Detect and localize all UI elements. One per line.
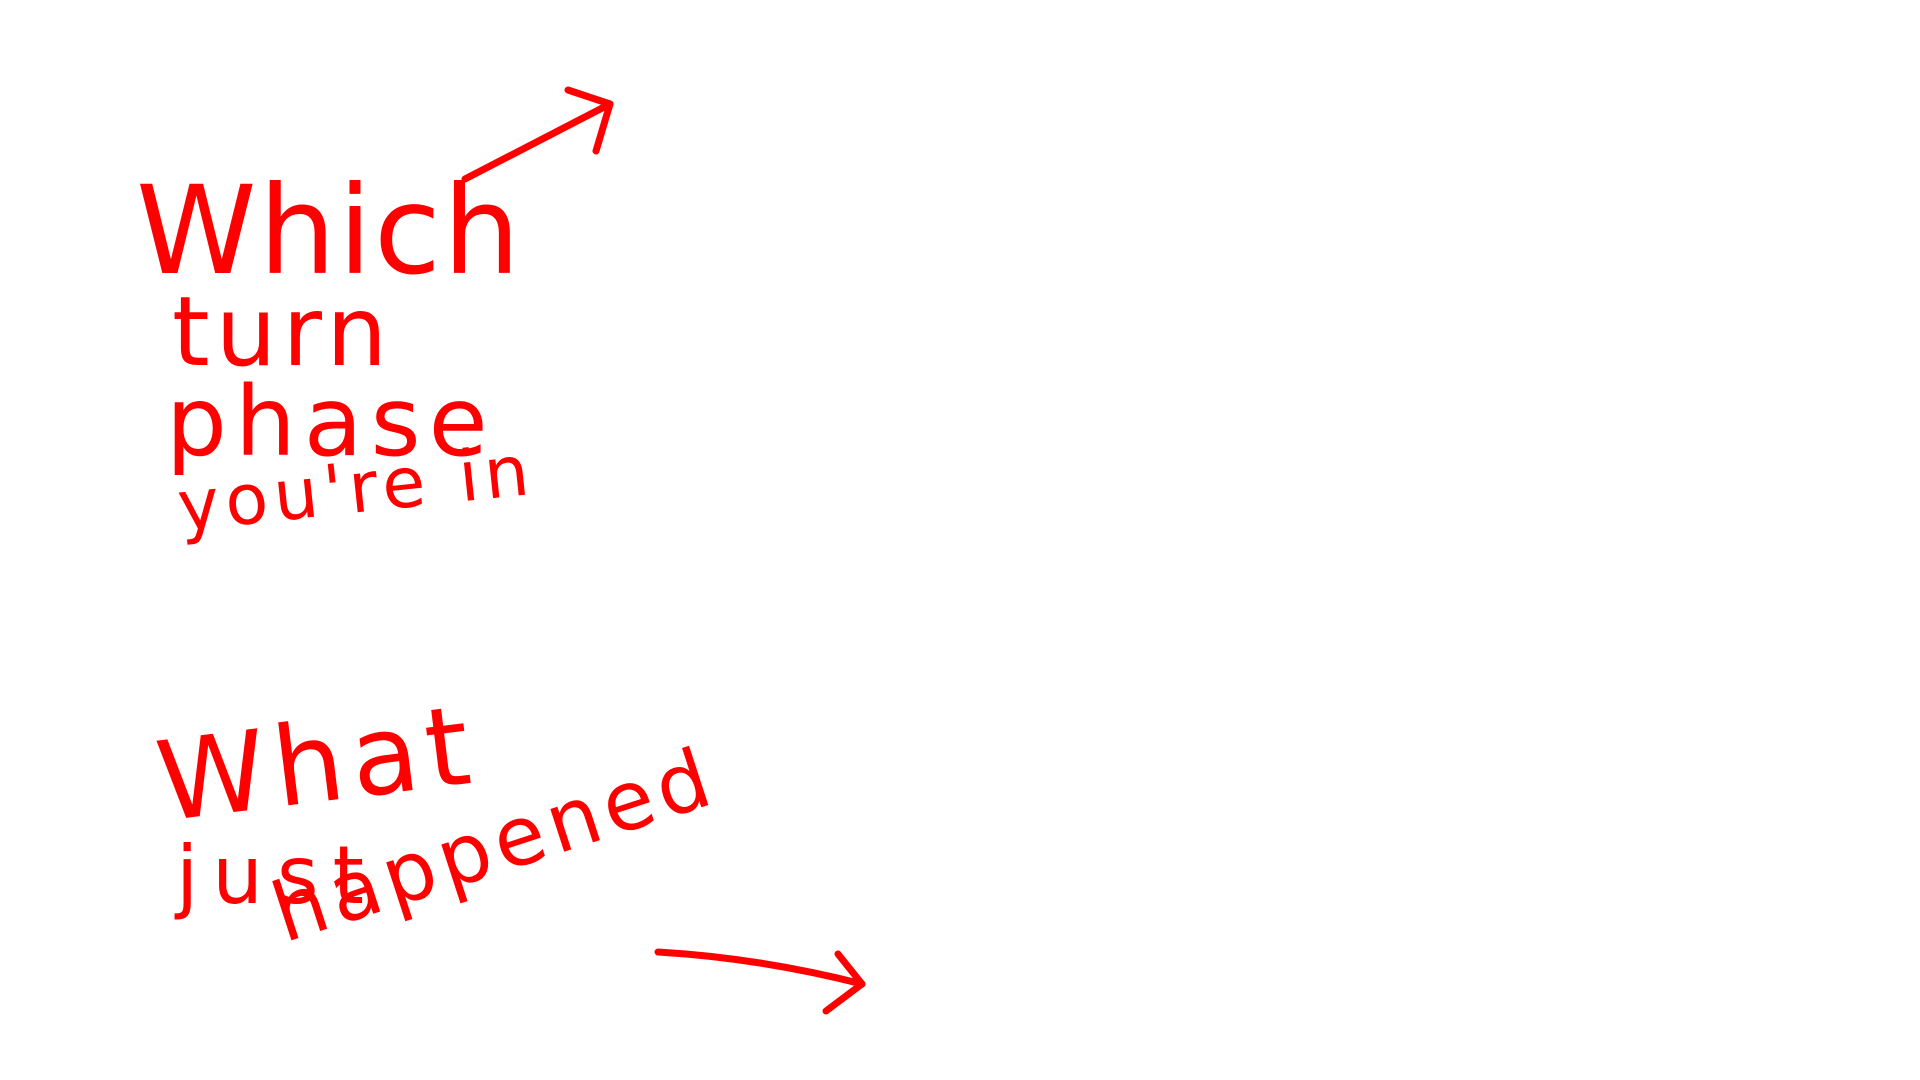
what-happened-annotation-line-2: just [176, 829, 378, 922]
what-happened-annotation: What just happened [150, 680, 735, 961]
turn-phase-annotation-line-3: phase [166, 366, 496, 478]
turn-phase-annotation-line-1: Which [136, 160, 523, 302]
turn-phase-annotation: Which turn phase you're in [136, 160, 539, 548]
turn-phase-annotation-line-2: turn [172, 276, 394, 388]
